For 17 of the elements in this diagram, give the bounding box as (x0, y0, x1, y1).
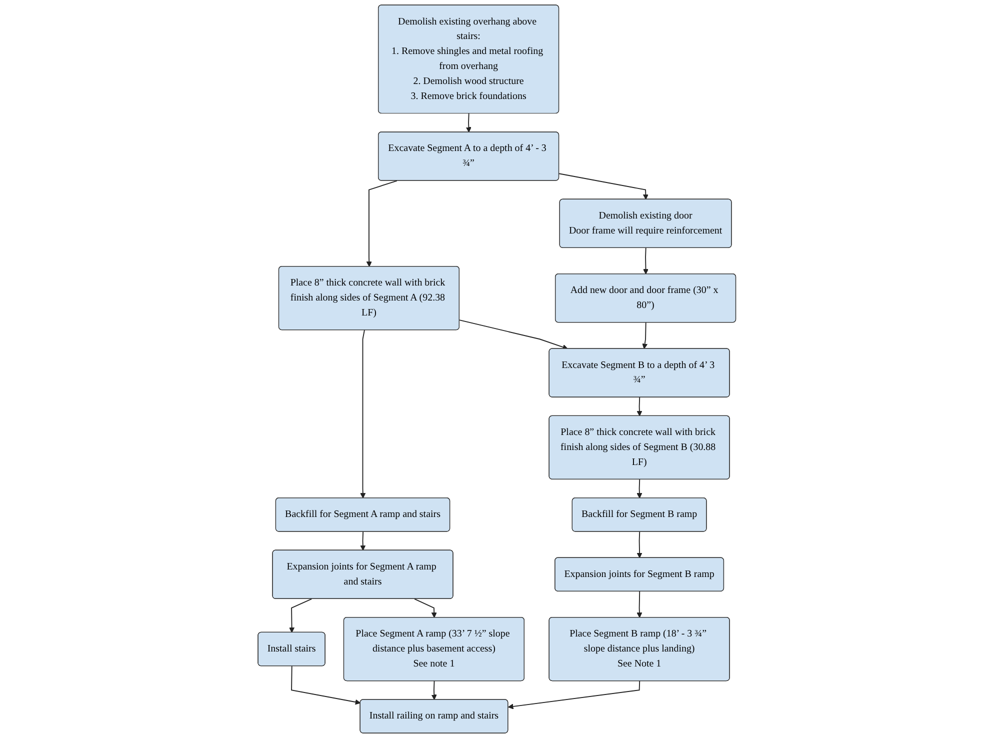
arrow (508, 680, 640, 710)
arrow (414, 598, 436, 618)
arrow (558, 173, 648, 200)
arrow (642, 322, 648, 350)
arrow (360, 531, 366, 551)
arrow (366, 180, 398, 267)
arrow (290, 666, 360, 705)
arrow (430, 680, 436, 700)
arrow (466, 113, 472, 132)
arrow (636, 396, 642, 416)
arrow (360, 330, 366, 498)
arrow (458, 320, 568, 350)
arrow (636, 591, 642, 618)
arrow (642, 248, 648, 274)
arrow (288, 598, 312, 633)
arrow (636, 531, 642, 558)
arrow (636, 478, 642, 498)
